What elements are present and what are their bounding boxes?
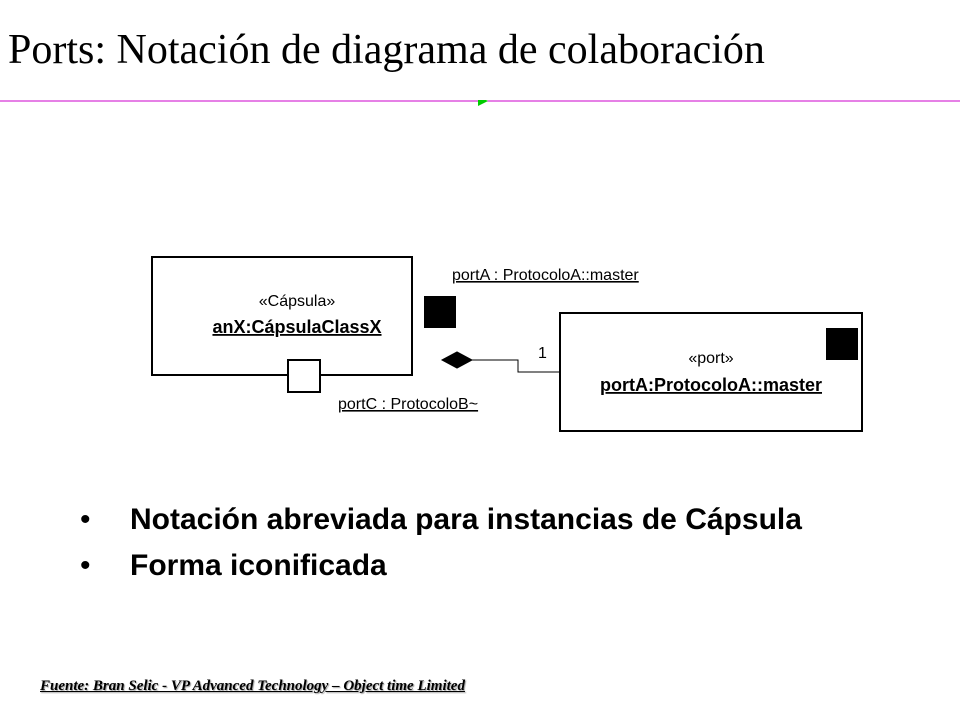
bullet-symbol: • bbox=[80, 503, 91, 536]
bullet-list: • Notación abreviada para instancias de … bbox=[80, 502, 850, 594]
port-instance-end-icon bbox=[826, 328, 858, 360]
capsule-box[interactable] bbox=[151, 256, 413, 376]
bullet-item: • Notación abreviada para instancias de … bbox=[80, 502, 850, 538]
port-instance-name: portA:ProtocoloA::master bbox=[600, 375, 822, 395]
bullet-item: • Forma iconificada bbox=[80, 548, 850, 584]
bullet-symbol: • bbox=[80, 549, 91, 582]
port-a-end-icon[interactable] bbox=[424, 296, 456, 328]
port-instance-stereotype: «port» bbox=[688, 350, 733, 367]
port-a-label: portA : ProtocoloA::master bbox=[452, 267, 639, 284]
port-c-end-icon[interactable] bbox=[287, 359, 321, 393]
source-footer: Fuente: Bran Selic - VP Advanced Technol… bbox=[40, 678, 465, 694]
collaboration-diagram: «Cápsula» anX:CápsulaClassX «port» portA… bbox=[151, 256, 863, 432]
slide-title: Ports: Notación de diagrama de colaborac… bbox=[8, 27, 765, 73]
divider-arrow-icon bbox=[478, 100, 488, 106]
port-c-label: portC : ProtocoloB~ bbox=[338, 396, 478, 413]
multiplicity-label: 1 bbox=[538, 345, 547, 362]
bullet-text: Forma iconificada bbox=[130, 549, 387, 582]
capsule-name: anX:CápsulaClassX bbox=[212, 317, 381, 337]
capsule-stereotype: «Cápsula» bbox=[259, 293, 336, 310]
composition-connector bbox=[472, 359, 560, 373]
title-divider bbox=[0, 100, 960, 106]
composition-diamond-icon bbox=[440, 351, 474, 369]
port-instance-box[interactable] bbox=[559, 312, 863, 432]
bullet-text: Notación abreviada para instancias de Cá… bbox=[130, 503, 802, 536]
